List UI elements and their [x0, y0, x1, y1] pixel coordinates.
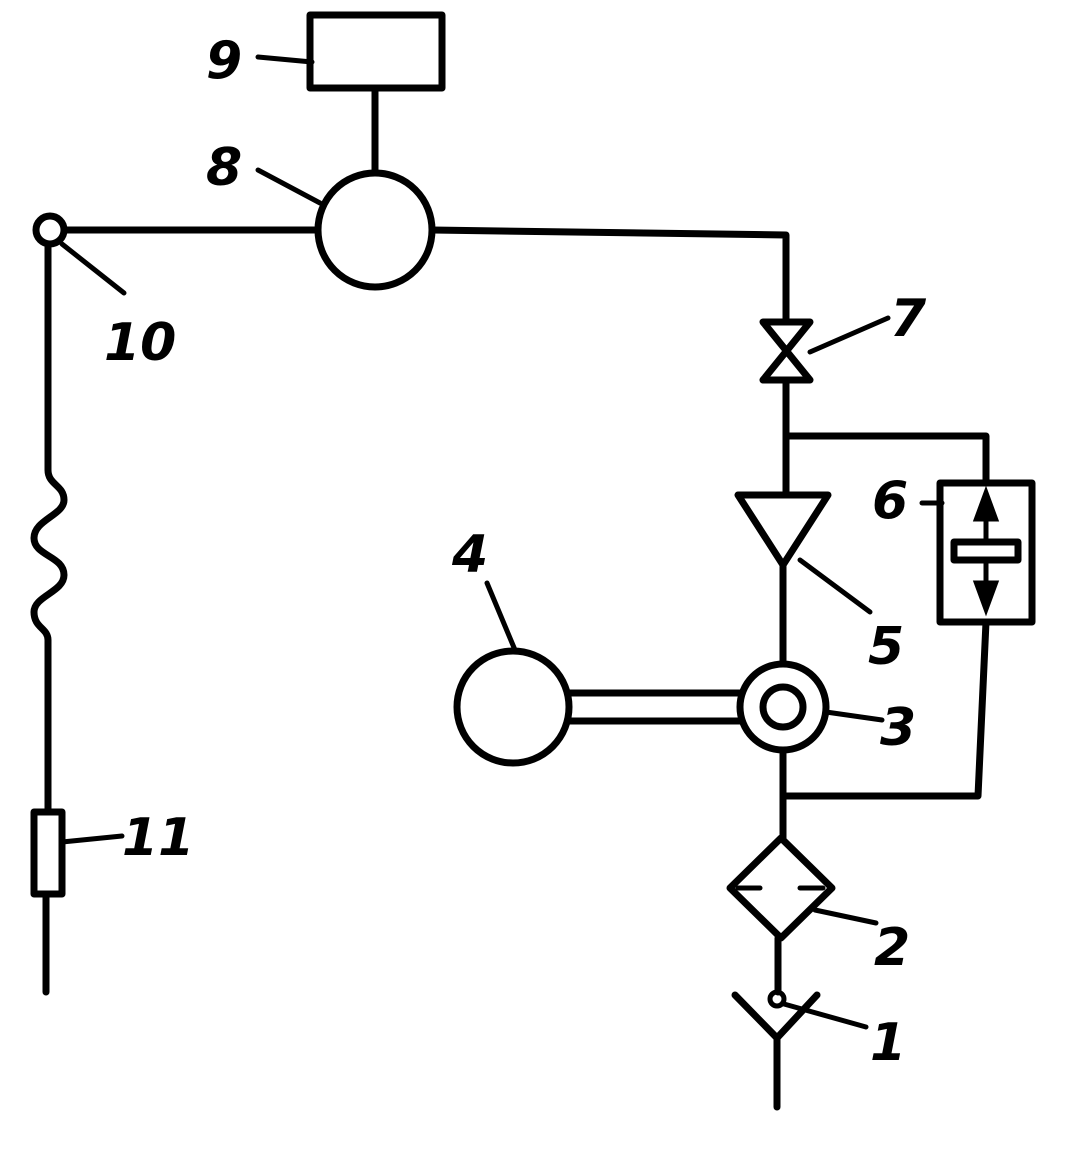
label-9: 9: [206, 31, 242, 91]
leader-2: [812, 907, 879, 926]
leader-8: [255, 167, 323, 206]
line-8-to-7: [428, 226, 790, 326]
component-6-inner-bar: [950, 538, 1022, 564]
bypass-top: [782, 432, 990, 487]
label-11: 11: [122, 808, 194, 868]
leader-9: [255, 54, 315, 65]
component-1-circle: [767, 989, 787, 1009]
label-5: 5: [868, 617, 904, 677]
label-1: 1: [870, 1013, 906, 1073]
component-3-outer: [736, 660, 830, 754]
leader-3: [823, 709, 885, 723]
component-4-circle: [453, 647, 573, 767]
component-3-inner: [759, 683, 807, 731]
component-6-arrow-up-head: [972, 485, 1000, 522]
leader-10: [59, 241, 127, 296]
leader-4: [484, 580, 518, 653]
label-7: 7: [890, 289, 927, 349]
leader-5: [797, 557, 873, 615]
leader-11: [59, 833, 125, 845]
valve-7: [759, 318, 814, 384]
component-10-circle: [32, 212, 68, 248]
label-6: 6: [872, 471, 908, 531]
component-8-circle: [314, 169, 436, 291]
left-line-with-bellows: [30, 240, 68, 816]
component-6-arrow-down-head: [972, 580, 1000, 617]
label-10: 10: [104, 313, 176, 373]
label-8: 8: [206, 138, 242, 198]
component-5-triangle: [734, 491, 832, 569]
label-4: 4: [451, 525, 488, 585]
leader-7: [807, 315, 891, 355]
leader-1: [781, 1001, 869, 1030]
label-3: 3: [880, 698, 916, 758]
component-9-box: [306, 11, 446, 92]
bypass-bottom: [782, 618, 990, 800]
component-11-box: [30, 808, 66, 898]
label-2: 2: [874, 918, 910, 978]
component-1-fork: [731, 991, 821, 1042]
